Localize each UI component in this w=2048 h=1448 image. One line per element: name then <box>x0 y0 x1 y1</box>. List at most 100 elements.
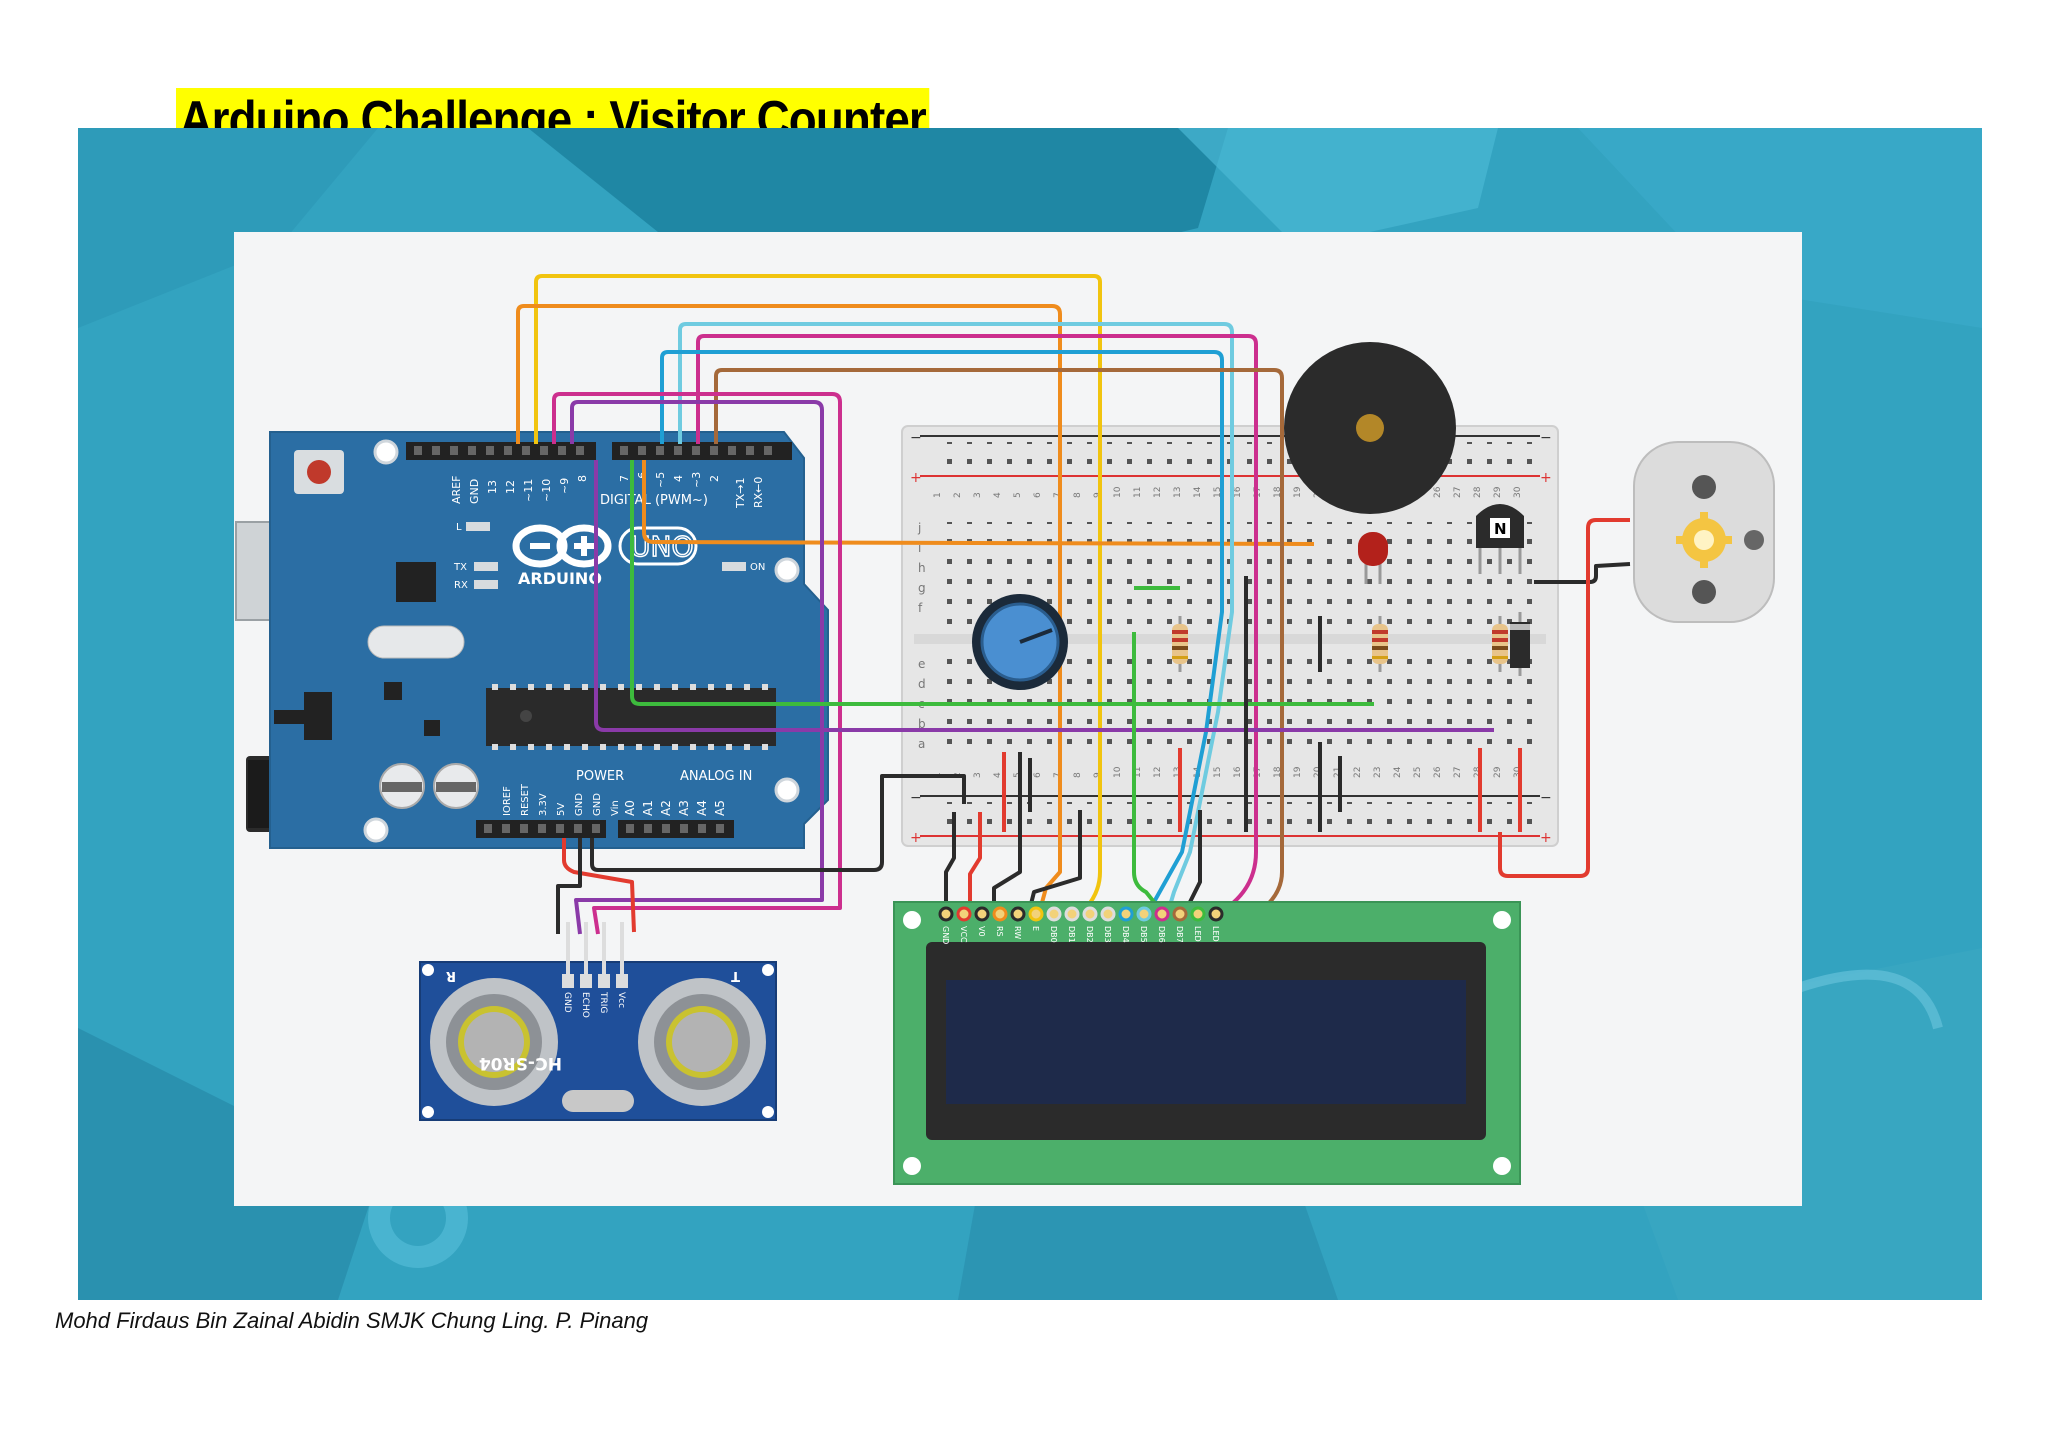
row-label-b: b <box>918 717 926 731</box>
column-number-bottom: 8 <box>1073 772 1083 778</box>
pin-label-a0: A0 <box>623 800 637 816</box>
arduino-logo-icon <box>512 524 612 568</box>
wire-blue <box>660 350 1224 933</box>
lcd-pin <box>1136 906 1152 922</box>
lcd-screen <box>946 980 1466 1104</box>
sensor-pin-echo: ECHO <box>580 992 590 1018</box>
wire-red-5v <box>562 838 636 933</box>
receiver-transducer <box>430 978 558 1106</box>
column-number-bottom: 23 <box>1373 767 1383 778</box>
column-number-top: 2 <box>953 492 963 498</box>
rail-plus-bottom: + <box>910 830 922 846</box>
column-number-top: 11 <box>1133 487 1143 498</box>
column-number-top: 12 <box>1153 487 1163 498</box>
circuit-canvas: AREF GND 13 12 ~11 ~10 ~9 8 7 ~6 ~5 4 ~3… <box>234 232 1802 1206</box>
lcd-pin-label: E <box>1031 926 1040 931</box>
lcd-pin-label: RS <box>995 926 1004 937</box>
pin-label-9: ~9 <box>558 478 571 494</box>
pin-label-a4: A4 <box>695 800 709 816</box>
pin-label-2: 2 <box>708 475 721 482</box>
lcd-pin-label: VCC <box>959 926 968 943</box>
pin-label-7: 7 <box>618 475 631 482</box>
usb-chip <box>396 562 436 602</box>
sensor-pin-vcc: Vcc <box>616 992 626 1008</box>
diode <box>1510 612 1530 676</box>
pin-label-5v: 5V <box>556 803 567 816</box>
lcd-pin-label: GND <box>941 926 950 944</box>
pin-label-tx: TX→1 <box>734 478 747 509</box>
pin-label-a5: A5 <box>713 800 727 816</box>
pin-label-gnd-2: GND <box>592 793 603 816</box>
lcd-pin-label: DB4 <box>1121 926 1130 943</box>
piezo-buzzer <box>1284 342 1456 514</box>
wire-green <box>630 460 1374 706</box>
lcd-pin-label: DB0 <box>1049 926 1058 943</box>
wire-orange <box>516 304 1062 933</box>
row-label-g: g <box>918 581 926 595</box>
lcd-pin-label: DB7 <box>1175 926 1184 943</box>
row-label-h: h <box>918 561 926 575</box>
wire-cyan <box>678 322 1234 933</box>
column-number-bottom: 26 <box>1433 766 1443 778</box>
lcd-pin <box>956 906 972 922</box>
column-number-top: 19 <box>1293 486 1303 498</box>
column-number-top: 13 <box>1173 487 1183 498</box>
arduino-model: UNO <box>630 530 693 563</box>
lcd-pin <box>1154 906 1170 922</box>
resistor-1 <box>1172 616 1188 672</box>
pin-label-a3: A3 <box>677 800 691 816</box>
potentiometer <box>972 594 1068 690</box>
pin-label-vin: Vin <box>610 800 621 816</box>
lcd-pin <box>1010 906 1026 922</box>
rail-minus-top-right: − <box>1540 430 1552 446</box>
column-number-bottom: 15 <box>1213 767 1223 778</box>
lcd-pin <box>1100 906 1116 922</box>
rx-label: RX <box>454 580 468 591</box>
rail-plus-bottom-right: + <box>1540 830 1552 846</box>
column-number-bottom: 16 <box>1233 766 1243 778</box>
pin-label-13: 13 <box>486 480 499 494</box>
analog-label: ANALOG IN <box>680 769 752 784</box>
column-number-bottom: 10 <box>1113 766 1123 778</box>
column-number-top: 10 <box>1113 486 1123 498</box>
wire-magenta-sensor <box>552 392 842 935</box>
column-number-bottom: 3 <box>973 772 983 778</box>
column-number-bottom: 11 <box>1133 767 1143 778</box>
rail-plus-top-right: + <box>1540 470 1552 486</box>
pin-label-gnd-1: GND <box>574 793 585 816</box>
wire-black-gnd <box>590 774 966 872</box>
tx-label: TX <box>453 562 467 573</box>
column-number-top: 18 <box>1273 486 1283 498</box>
lcd-pin-label: V0 <box>977 926 986 937</box>
column-number-top: 5 <box>1013 492 1023 498</box>
column-number-top: 3 <box>973 492 983 498</box>
wire-brown <box>714 368 1284 934</box>
column-number-bottom: 27 <box>1453 767 1463 778</box>
arduino-brand: ARDUINO <box>518 569 602 588</box>
wire-black-sensor <box>556 838 582 934</box>
wire-motor-red <box>1498 518 1630 878</box>
column-number-bottom: 4 <box>993 772 1003 778</box>
wire-purple-sensor <box>570 400 824 935</box>
column-number-top: 14 <box>1193 486 1203 498</box>
circuit-diagram: AREF GND 13 12 ~11 ~10 ~9 8 7 ~6 ~5 4 ~3… <box>235 274 1775 1185</box>
column-number-top: 4 <box>993 492 1003 498</box>
sensor-name: HC-SR04 <box>479 1053 562 1073</box>
column-number-bottom: 24 <box>1393 766 1403 778</box>
pin-label-3v3: 3.3V <box>538 793 549 816</box>
pin-label-a1: A1 <box>641 800 655 816</box>
column-number-top: 27 <box>1453 487 1463 498</box>
wire-green-lcd <box>1132 632 1172 932</box>
row-label-i: i <box>918 541 921 555</box>
pin-label-3: ~3 <box>690 472 703 488</box>
row-label-f: f <box>918 601 923 615</box>
lcd-pin <box>1082 906 1098 922</box>
pin-label-gnd: GND <box>468 479 481 504</box>
resistor-3 <box>1492 616 1508 672</box>
lcd-pin-label: LED <box>1211 926 1220 942</box>
column-number-top: 8 <box>1073 492 1083 498</box>
row-label-e: e <box>918 657 925 671</box>
dc-motor <box>1633 441 1775 623</box>
pin-label-5: ~5 <box>654 472 667 488</box>
lcd-pin-label: LED <box>1193 926 1202 942</box>
